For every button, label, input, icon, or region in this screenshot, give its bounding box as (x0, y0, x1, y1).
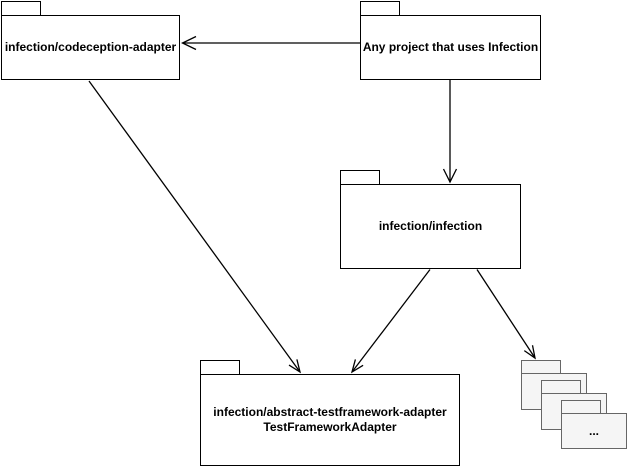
package-tab (541, 380, 581, 393)
package-label: Any project that uses Infection (362, 40, 539, 54)
package-tab (360, 1, 400, 15)
edge-infection-to-abstract-adapter (350, 269, 431, 374)
package-label: infection/codeception-adapter (4, 40, 177, 54)
package-tab (521, 360, 561, 373)
package-label: infection/infection (378, 219, 483, 233)
package-body: ... (561, 413, 627, 449)
edge-any-project-to-codeception-adapter (181, 35, 360, 51)
package-tab (1, 1, 41, 15)
package-body: infection/codeception-adapter (1, 15, 180, 80)
package-label-line1: infection/abstract-testframework-adapter (213, 405, 447, 419)
package-body: infection/infection (340, 184, 521, 269)
package-infection: infection/infection (340, 170, 521, 269)
package-tab (561, 400, 601, 413)
package-label-ellipsis: ... (588, 423, 599, 438)
package-body: Any project that uses Infection (360, 15, 541, 80)
package-abstract-testframework-adapter: infection/abstract-testframework-adapter… (200, 360, 460, 466)
edge-infection-to-other-adapters (476, 269, 536, 360)
package-tab (200, 360, 240, 374)
package-any-project: Any project that uses Infection (360, 1, 541, 80)
package-codeception-adapter: infection/codeception-adapter (1, 1, 181, 80)
package-body: infection/abstract-testframework-adapter… (200, 374, 460, 466)
package-label-line2: TestFrameworkAdapter (263, 420, 397, 434)
package-stack-front: ... (561, 400, 627, 449)
edge-any-project-to-infection (442, 80, 458, 184)
edge-codeception-adapter-to-abstract-adapter (88, 80, 302, 374)
package-tab (340, 170, 380, 184)
